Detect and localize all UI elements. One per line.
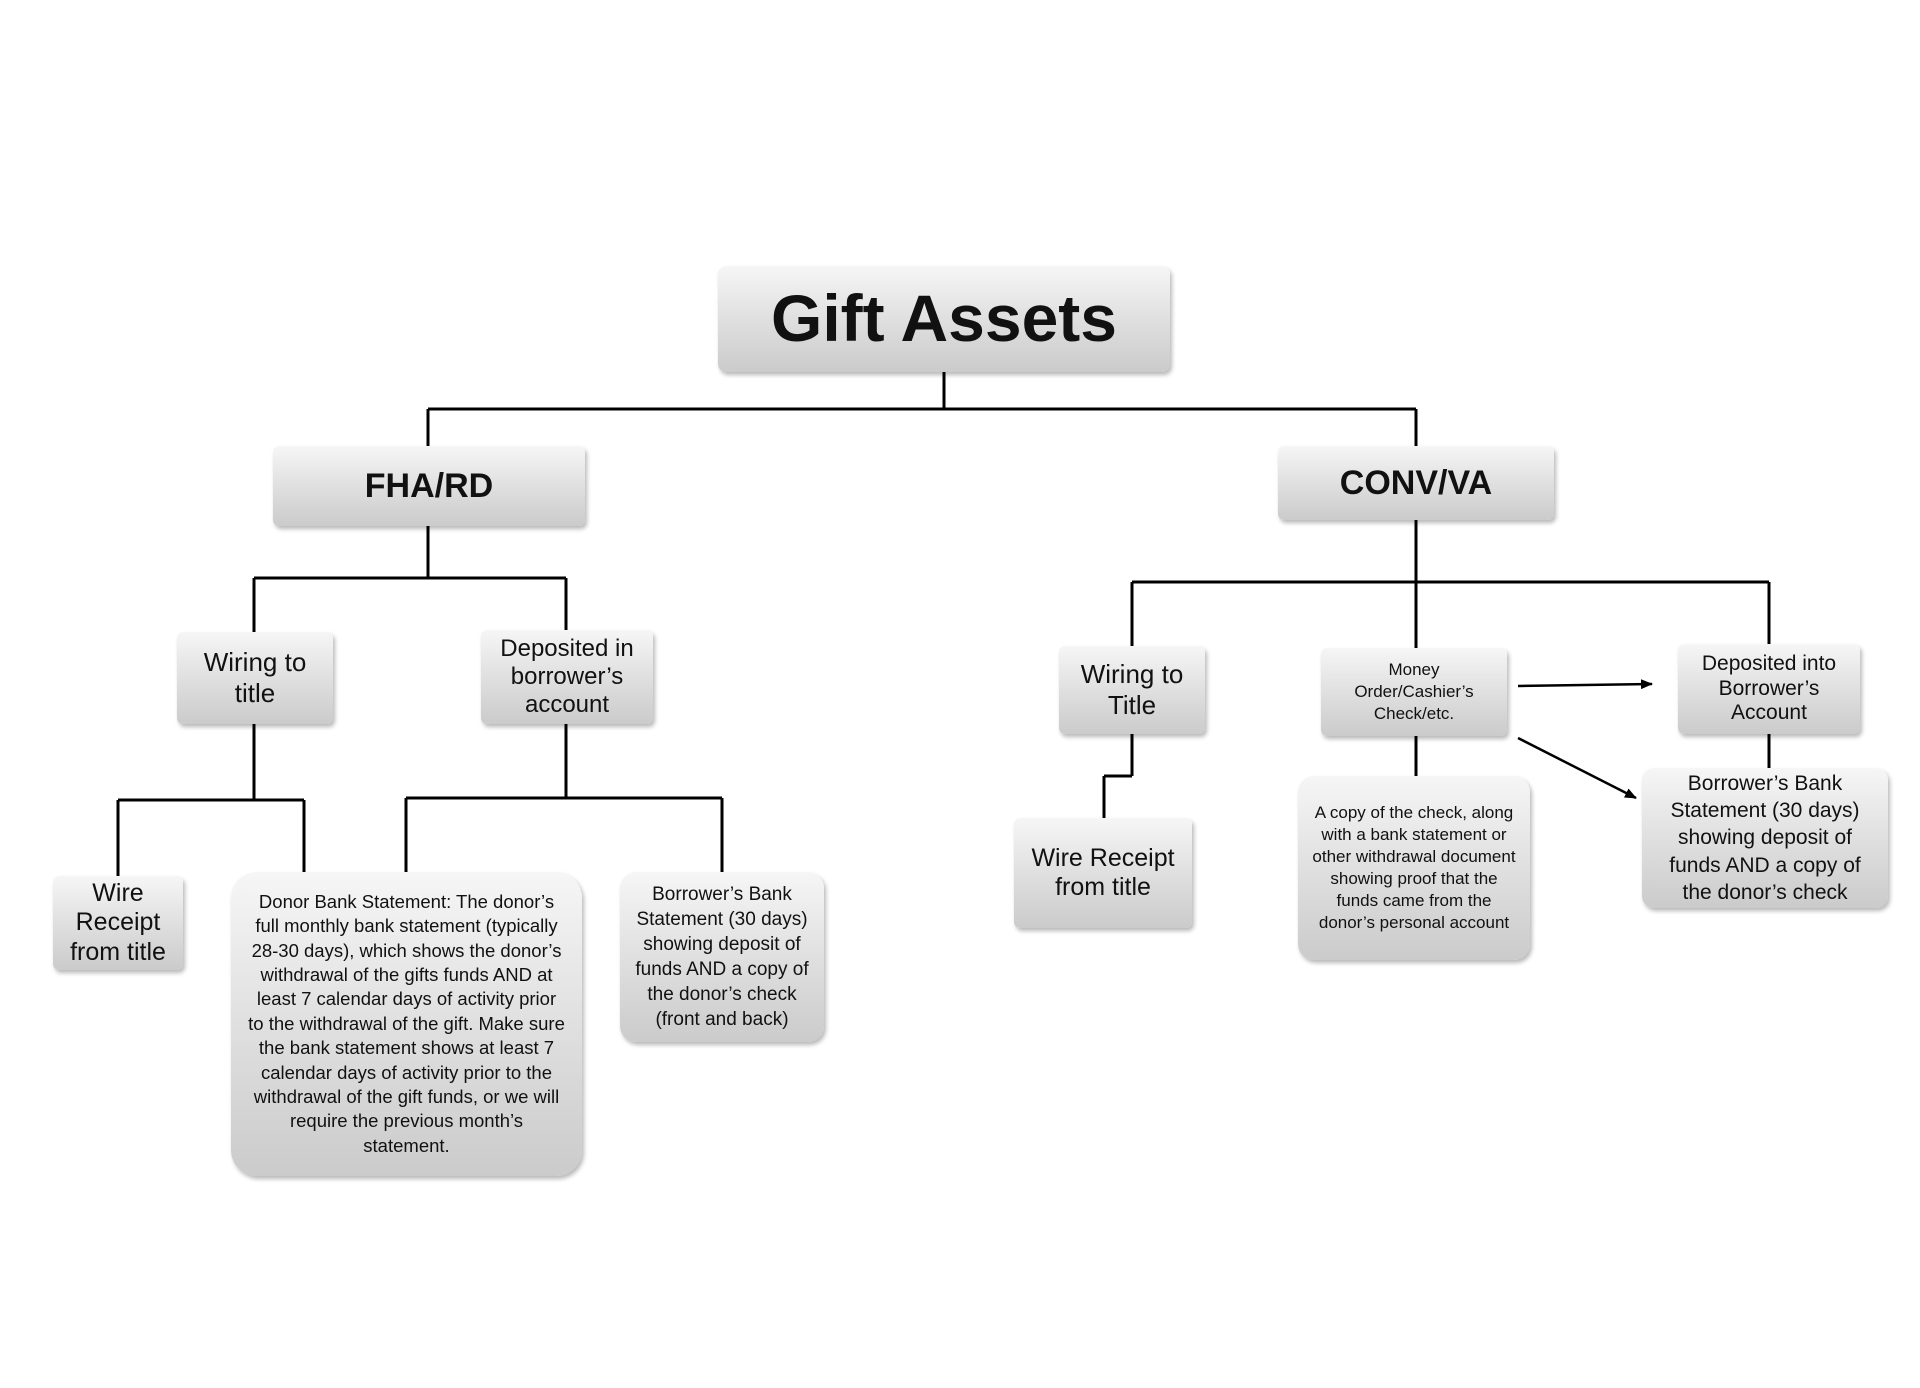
doc-node-conv-wire-receipt: Wire Receipt from title [1014, 818, 1192, 928]
doc-node-fha-wire-receipt: Wire Receipt from title [53, 876, 183, 970]
method-node-money-order: Money Order/Cashier’s Check/etc. [1321, 648, 1507, 736]
category-label: FHA/RD [364, 466, 494, 505]
fha-connector [252, 526, 568, 632]
doc-text: A copy of the check, along with a bank s… [1312, 802, 1516, 933]
conv-wiring-connector [1102, 734, 1134, 818]
category-label: CONV/VA [1339, 463, 1493, 502]
method-label: Money Order/Cashier’s Check/etc. [1354, 659, 1474, 724]
method-label: Wiring to title [203, 647, 307, 708]
arrow-to-deposited [1517, 679, 1653, 690]
method-label: Deposited in borrower’s account [500, 634, 634, 719]
category-node-fha-rd: FHA/RD [273, 446, 585, 526]
doc-text: Wire Receipt from title [1031, 843, 1175, 902]
root-connector [426, 372, 1418, 446]
root-title: Gift Assets [771, 281, 1117, 356]
doc-text: Borrower’s Bank Statement (30 days) show… [1669, 771, 1861, 904]
doc-node-donor-bank-statement: Donor Bank Statement: The donor’s full m… [231, 872, 582, 1176]
doc-node-check-copy: A copy of the check, along with a bank s… [1298, 776, 1530, 960]
doc-node-fha-borrower-bank-statement: Borrower’s Bank Statement (30 days) show… [620, 872, 824, 1042]
fha-wiring-connector [116, 724, 304, 876]
method-node-fha-deposited: Deposited in borrower’s account [481, 630, 653, 724]
root-node-gift-assets: Gift Assets [718, 266, 1170, 372]
method-node-fha-wiring: Wiring to title [177, 632, 333, 724]
fha-deposited-connector [404, 724, 724, 874]
method-node-conv-deposited: Deposited into Borrower’s Account [1678, 644, 1860, 734]
method-label: Deposited into Borrower’s Account [1701, 651, 1837, 725]
doc-node-conv-borrower-bank-statement: Borrower’s Bank Statement (30 days) show… [1642, 768, 1888, 908]
arrow-to-bank-statement [1517, 736, 1637, 800]
conv-connector [1130, 520, 1771, 648]
method-label: Wiring to Title [1080, 659, 1184, 720]
method-node-conv-wiring: Wiring to Title [1059, 646, 1205, 734]
doc-text: Wire Receipt from title [70, 878, 166, 966]
doc-text: Donor Bank Statement: The donor’s full m… [248, 890, 565, 1156]
category-node-conv-va: CONV/VA [1278, 446, 1554, 520]
doc-text: Borrower’s Bank Statement (30 days) show… [635, 883, 809, 1031]
